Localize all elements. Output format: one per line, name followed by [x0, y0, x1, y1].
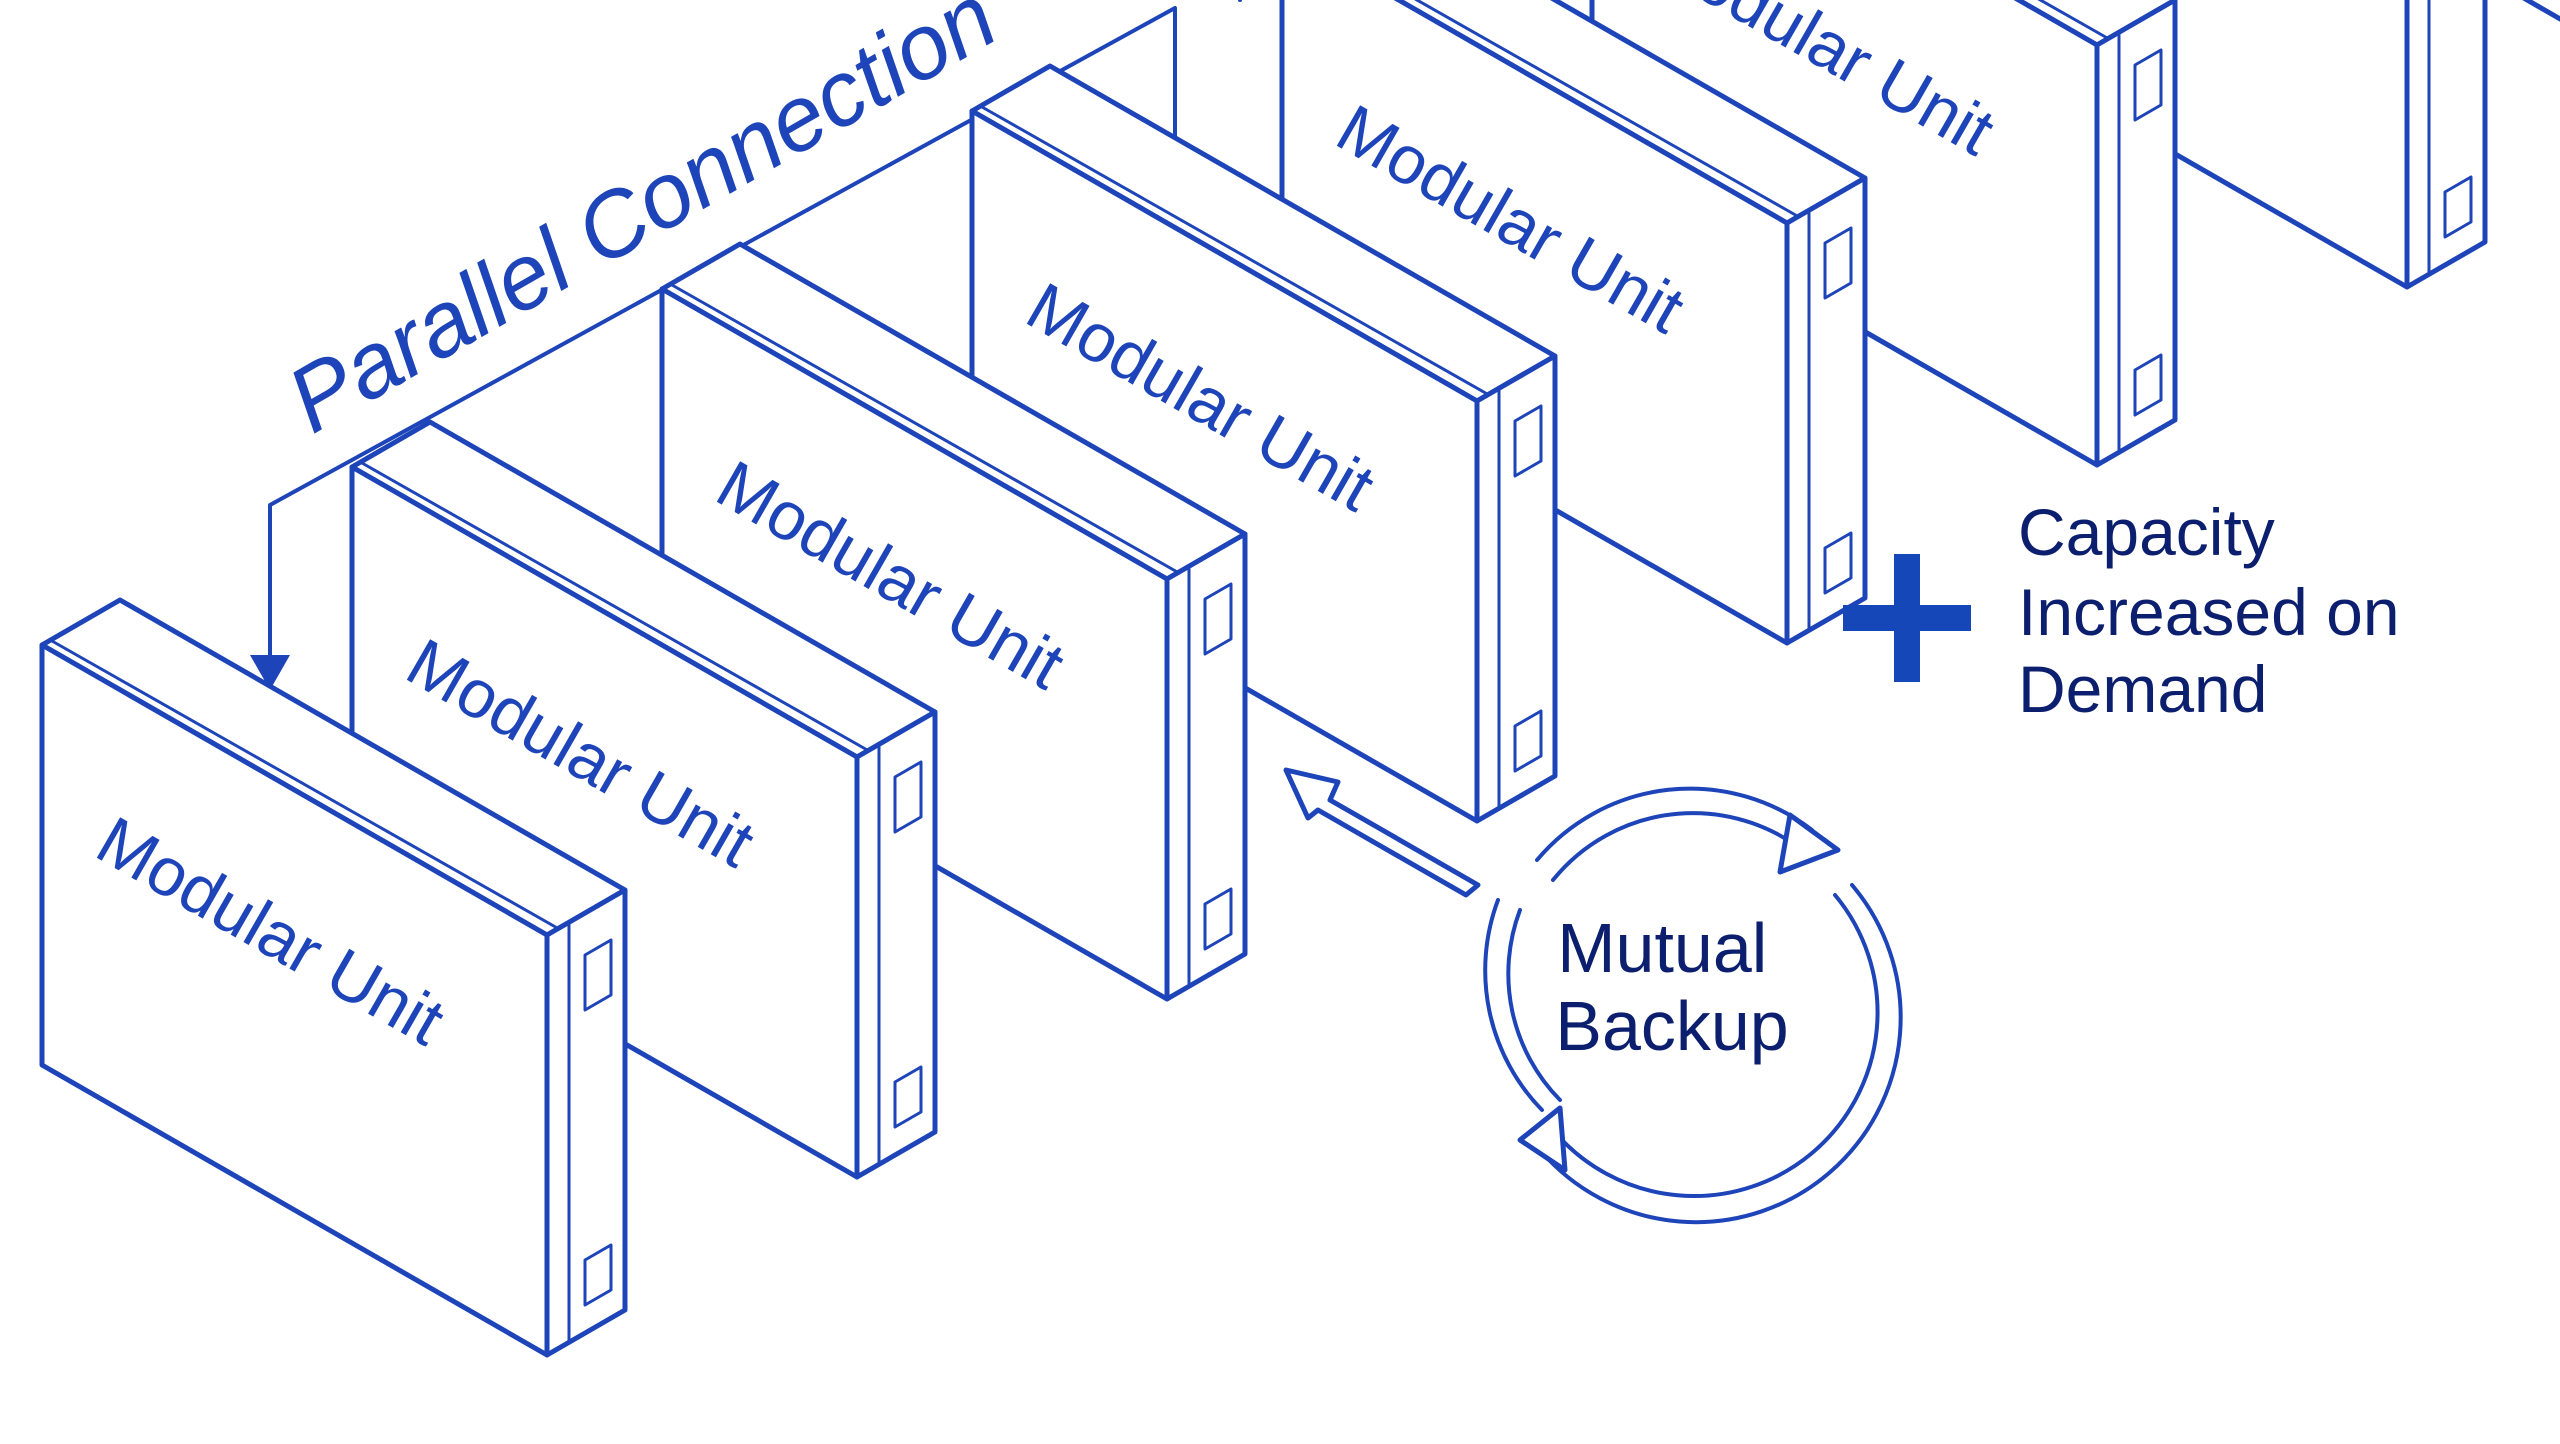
unit-slot-icon — [1203, 582, 1233, 656]
unit-slot-icon — [1823, 531, 1853, 595]
unit-slot-icon — [583, 1243, 613, 1307]
unit-slot-icon — [583, 938, 613, 1012]
unit-slot-icon — [2443, 175, 2473, 239]
capacity-line-3: Demand — [2018, 652, 2267, 726]
unit-slot-icon — [893, 760, 923, 834]
modular-unit: Modular Unit — [2522, 0, 2560, 22]
cycle-arrows-icon — [1483, 786, 1903, 1225]
arrow-icon — [250, 655, 290, 690]
unit-slot-icon — [2133, 353, 2163, 417]
mutual-backup-label: Mutual Backup — [1555, 909, 1788, 1065]
modular-unit: Modular Unit — [969, 63, 1558, 824]
backup-line-1: Mutual — [1557, 909, 1767, 987]
unit-slot-icon — [1823, 226, 1853, 300]
capacity-label: Capacity Increased on Demand — [2018, 495, 2418, 726]
capacity-line-2: Increased on — [2018, 575, 2400, 649]
backup-line-2: Backup — [1555, 987, 1788, 1065]
unit-slot-icon — [1203, 887, 1233, 951]
plus-icon — [1843, 554, 1971, 682]
unit-slot-icon — [1513, 404, 1543, 478]
unit-slot-icon — [1513, 709, 1543, 773]
modular-unit: Modular Unit — [39, 597, 628, 1358]
modular-unit: Modular Unit — [659, 241, 1248, 1002]
modular-unit: Modular Unit — [1279, 0, 1868, 646]
unit-slot-icon — [893, 1065, 923, 1129]
capacity-line-1: Capacity — [2018, 495, 2275, 569]
arrow-icon — [1283, 767, 1481, 898]
unit-slot-icon — [2133, 48, 2163, 122]
